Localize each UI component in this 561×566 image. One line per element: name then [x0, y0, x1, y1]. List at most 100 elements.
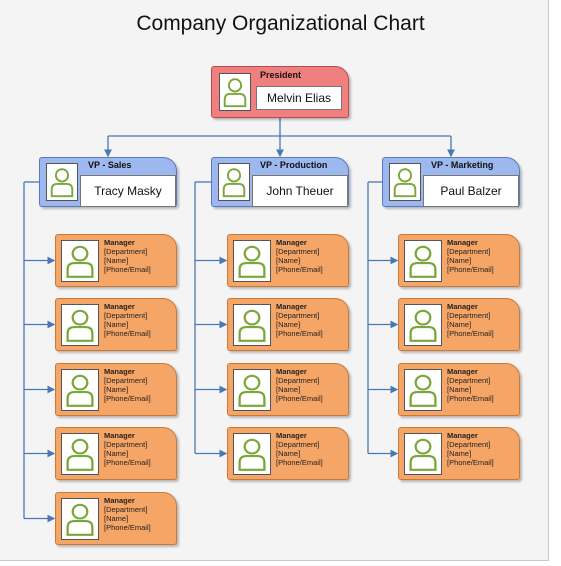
manager-card: Manager[Department][Name][Phone/Email]: [227, 427, 349, 480]
manager-department: [Department]: [104, 505, 148, 514]
manager-title: Manager: [447, 238, 478, 247]
manager-title: Manager: [447, 431, 478, 440]
vp-name: John Theuer: [252, 175, 348, 207]
manager-department: [Department]: [447, 247, 491, 256]
manager-card: Manager[Department][Name][Phone/Email]: [398, 298, 520, 351]
manager-name: [Name]: [104, 320, 129, 329]
manager-details: Manager[Department][Name][Phone/Email]: [104, 238, 151, 274]
manager-name: [Name]: [276, 256, 301, 265]
person-icon: [233, 369, 271, 411]
person-icon: [46, 163, 78, 201]
person-icon: [61, 498, 99, 540]
manager-contact: [Phone/Email]: [276, 265, 323, 274]
manager-card: Manager[Department][Name][Phone/Email]: [227, 298, 349, 351]
manager-details: Manager[Department][Name][Phone/Email]: [104, 302, 151, 338]
manager-title: Manager: [276, 238, 307, 247]
manager-card: Manager[Department][Name][Phone/Email]: [55, 363, 177, 416]
manager-title: Manager: [104, 496, 135, 505]
vp-card-marketing: VP - Marketing Paul Balzer: [382, 157, 520, 207]
chart-title: Company Organizational Chart: [136, 12, 425, 35]
vp-name: Tracy Masky: [80, 175, 176, 207]
manager-details: Manager[Department][Name][Phone/Email]: [276, 238, 323, 274]
manager-details: Manager[Department][Name][Phone/Email]: [276, 302, 323, 338]
manager-department: [Department]: [276, 311, 320, 320]
manager-contact: [Phone/Email]: [104, 265, 151, 274]
manager-department: [Department]: [104, 440, 148, 449]
manager-contact: [Phone/Email]: [276, 458, 323, 467]
president-card: President Melvin Elias: [211, 66, 349, 118]
manager-card: Manager[Department][Name][Phone/Email]: [398, 427, 520, 480]
manager-name: [Name]: [104, 449, 129, 458]
manager-contact: [Phone/Email]: [447, 265, 494, 274]
manager-contact: [Phone/Email]: [447, 394, 494, 403]
manager-department: [Department]: [104, 311, 148, 320]
manager-contact: [Phone/Email]: [447, 458, 494, 467]
manager-title: Manager: [447, 302, 478, 311]
manager-details: Manager[Department][Name][Phone/Email]: [104, 431, 151, 467]
manager-name: [Name]: [276, 385, 301, 394]
manager-name: [Name]: [447, 449, 472, 458]
manager-name: [Name]: [447, 256, 472, 265]
vp-card-production: VP - Production John Theuer: [211, 157, 349, 207]
person-icon: [61, 369, 99, 411]
manager-name: [Name]: [276, 320, 301, 329]
manager-name: [Name]: [104, 514, 129, 523]
vp-card-sales: VP - Sales Tracy Masky: [39, 157, 177, 207]
vp-name: Paul Balzer: [423, 175, 519, 207]
manager-title: Manager: [104, 367, 135, 376]
manager-details: Manager[Department][Name][Phone/Email]: [104, 496, 151, 532]
manager-title: Manager: [104, 302, 135, 311]
manager-card: Manager[Department][Name][Phone/Email]: [55, 427, 177, 480]
manager-name: [Name]: [447, 320, 472, 329]
manager-contact: [Phone/Email]: [104, 523, 151, 532]
manager-contact: [Phone/Email]: [104, 329, 151, 338]
person-icon: [404, 304, 442, 346]
manager-name: [Name]: [104, 385, 129, 394]
manager-card: Manager[Department][Name][Phone/Email]: [55, 492, 177, 545]
manager-title: Manager: [276, 367, 307, 376]
manager-card: Manager[Department][Name][Phone/Email]: [227, 234, 349, 287]
manager-title: Manager: [104, 431, 135, 440]
person-icon: [61, 240, 99, 282]
manager-department: [Department]: [447, 311, 491, 320]
president-role: President: [260, 70, 302, 80]
manager-title: Manager: [104, 238, 135, 247]
vp-role: VP - Marketing: [431, 160, 494, 170]
manager-title: Manager: [276, 431, 307, 440]
person-icon: [233, 304, 271, 346]
manager-department: [Department]: [447, 440, 491, 449]
manager-name: [Name]: [276, 449, 301, 458]
manager-card: Manager[Department][Name][Phone/Email]: [398, 363, 520, 416]
person-icon: [404, 240, 442, 282]
manager-name: [Name]: [447, 385, 472, 394]
manager-title: Manager: [276, 302, 307, 311]
manager-contact: [Phone/Email]: [104, 458, 151, 467]
manager-contact: [Phone/Email]: [447, 329, 494, 338]
person-icon: [233, 433, 271, 475]
manager-name: [Name]: [104, 256, 129, 265]
manager-department: [Department]: [447, 376, 491, 385]
manager-card: Manager[Department][Name][Phone/Email]: [55, 234, 177, 287]
manager-details: Manager[Department][Name][Phone/Email]: [447, 302, 494, 338]
manager-details: Manager[Department][Name][Phone/Email]: [276, 431, 323, 467]
manager-details: Manager[Department][Name][Phone/Email]: [447, 367, 494, 403]
manager-card: Manager[Department][Name][Phone/Email]: [227, 363, 349, 416]
manager-details: Manager[Department][Name][Phone/Email]: [104, 367, 151, 403]
manager-department: [Department]: [276, 376, 320, 385]
manager-details: Manager[Department][Name][Phone/Email]: [447, 431, 494, 467]
manager-card: Manager[Department][Name][Phone/Email]: [55, 298, 177, 351]
manager-contact: [Phone/Email]: [276, 329, 323, 338]
manager-department: [Department]: [104, 247, 148, 256]
manager-department: [Department]: [104, 376, 148, 385]
manager-card: Manager[Department][Name][Phone/Email]: [398, 234, 520, 287]
manager-details: Manager[Department][Name][Phone/Email]: [276, 367, 323, 403]
person-icon: [404, 433, 442, 475]
president-name: Melvin Elias: [256, 86, 342, 110]
vp-role: VP - Production: [260, 160, 328, 170]
person-icon: [389, 163, 421, 201]
person-icon: [219, 73, 251, 111]
manager-department: [Department]: [276, 440, 320, 449]
manager-contact: [Phone/Email]: [104, 394, 151, 403]
manager-title: Manager: [447, 367, 478, 376]
